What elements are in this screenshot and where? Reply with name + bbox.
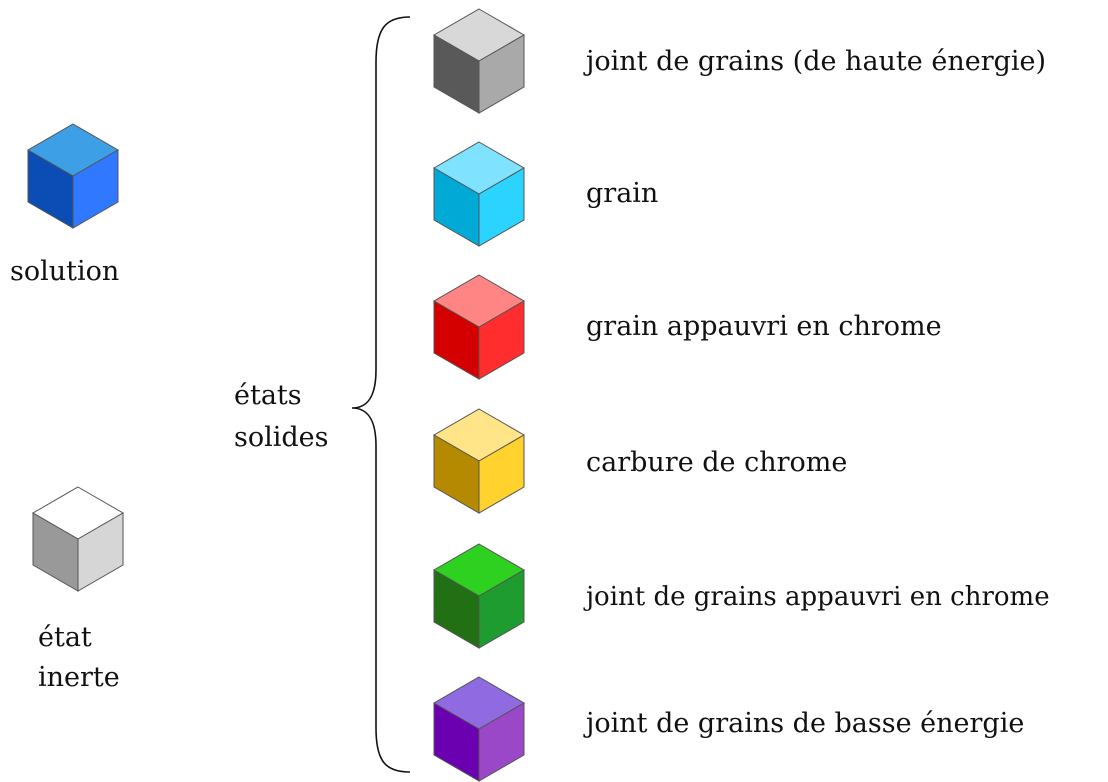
solid-state-label-grain: grain — [586, 178, 659, 209]
solid-states-group-label-line-1: états — [234, 380, 302, 411]
solid-state-label-low-energy-grain-boundary: joint de grains de basse énergie — [586, 708, 1025, 739]
cube-right-face — [478, 167, 525, 247]
inert-state-label-line-2: inerte — [38, 662, 120, 693]
green-cube-icon — [433, 543, 525, 649]
low-energy-grain-boundary-cube-graphic — [433, 676, 525, 782]
chromium-depleted-grain-boundary-cube-graphic — [433, 543, 525, 649]
solid-state-label-grain-boundary-high-energy: joint de grains (de haute énergie) — [586, 46, 1047, 77]
cube-right-face — [77, 512, 124, 592]
red-cube-icon — [433, 274, 525, 380]
curly-brace — [351, 16, 411, 773]
yellow-cube-icon — [433, 408, 525, 514]
chromium-depleted-grain-cube-graphic — [433, 274, 525, 380]
purple-cube-icon — [433, 676, 525, 782]
cube-right-face — [478, 34, 525, 114]
solid-state-label-chromium-depleted-grain: grain appauvri en chrome — [586, 311, 942, 342]
cube-right-face — [478, 434, 525, 514]
inert-state-cube-graphic — [32, 486, 124, 592]
solid-state-label-chromium-depleted-grain-boundary: joint de grains appauvri en chrome — [586, 582, 1050, 612]
solid-state-label-chromium-carbide: carbure de chrome — [586, 447, 848, 478]
cyan-cube-icon — [433, 141, 525, 247]
chromium-carbide-cube-graphic — [433, 408, 525, 514]
solution-cube-graphic — [27, 123, 119, 229]
grain-boundary-high-energy-cube-graphic — [433, 8, 525, 114]
gray-cube-icon — [433, 8, 525, 114]
solid-states-group-label-line-2: solides — [234, 422, 329, 453]
cube-right-face — [478, 300, 525, 380]
grain-cube-graphic — [433, 141, 525, 247]
solution-label: solution — [10, 256, 120, 287]
cube-right-face — [72, 149, 119, 229]
cube-right-face — [478, 702, 525, 782]
blue-cube-icon — [27, 123, 119, 229]
inert-state-label-line-1: état — [38, 622, 92, 653]
cube-right-face — [478, 569, 525, 649]
white-cube-icon — [32, 486, 124, 592]
